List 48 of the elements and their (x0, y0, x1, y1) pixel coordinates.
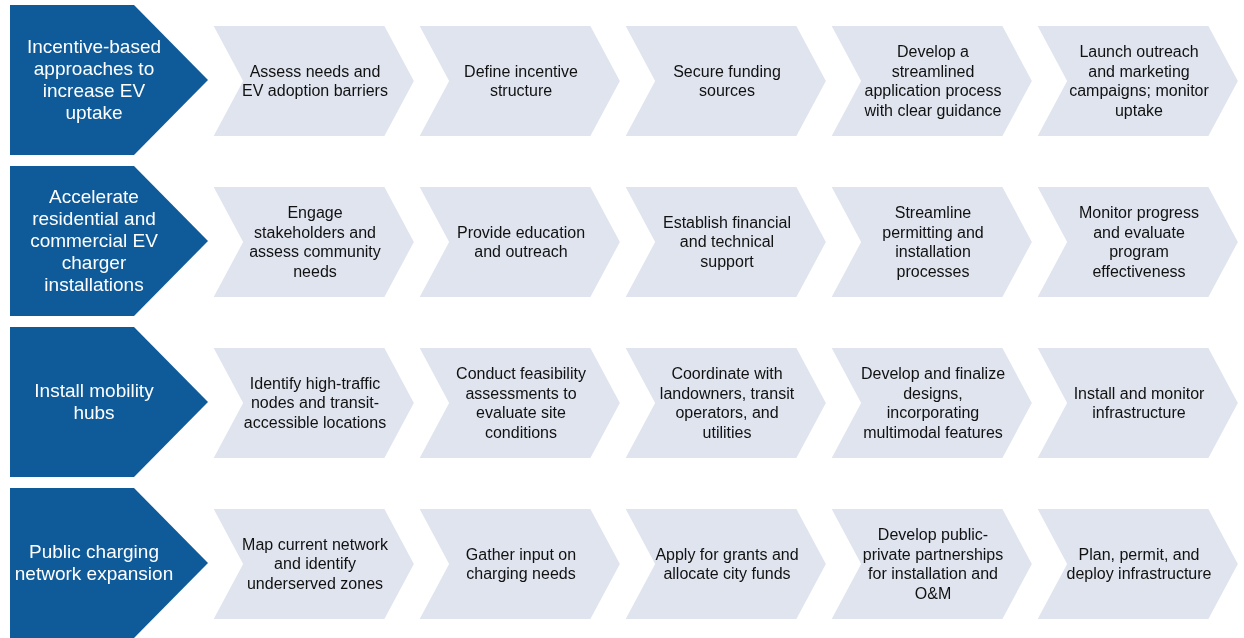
category-title: Install mobility hubs (33, 380, 155, 424)
step-text: Identify high-traffic nodes and transit-accessible locations (242, 373, 388, 433)
step-text: Establish financial and technical support (661, 212, 793, 272)
step-text: Provide education and outreach (455, 222, 587, 262)
process-step (1036, 508, 1239, 620)
step-text: Apply for grants and allocate city funds (654, 544, 800, 584)
step-text: Engage stakeholders and assess community needs (248, 203, 382, 281)
process-step (212, 25, 415, 137)
step-text: Launch outreach and marketing campaigns; monitor uptake (1068, 42, 1210, 120)
step-text: Secure funding sources (672, 61, 782, 101)
category-header (10, 166, 208, 316)
process-step (212, 508, 415, 620)
category-title: Accelerate residential and commercial EV charger installations (29, 186, 159, 296)
step-text: Monitor progress and evaluate program effectiveness (1077, 203, 1200, 281)
process-step (212, 347, 415, 459)
process-step (418, 508, 621, 620)
category-title: Public charging network expansion (13, 541, 175, 585)
category-header (10, 327, 208, 477)
process-step (624, 25, 827, 137)
step-text: Gather input on charging needs (464, 544, 578, 584)
step-text: Plan, permit, and deploy infrastructure (1066, 544, 1212, 584)
process-step (418, 25, 621, 137)
step-text: Develop a streamlined application process with clear guidance (863, 42, 1003, 120)
step-text: Assess needs and EV adoption barriers (242, 61, 388, 101)
step-text: Develop and finalize designs, incorporating multimodal features (860, 364, 1006, 442)
process-step (624, 347, 827, 459)
process-step (830, 186, 1033, 298)
process-step (830, 347, 1033, 459)
step-text: Conduct feasibility assessments to evaluate site conditions (455, 364, 587, 442)
step-text: Develop public-private partnerships for installation and O&M (861, 525, 1005, 603)
process-step (1036, 25, 1239, 137)
step-text: Streamline permitting and installation processes (881, 203, 985, 281)
category-header (10, 5, 208, 155)
process-step (624, 508, 827, 620)
process-step (830, 508, 1033, 620)
category-header (10, 488, 208, 638)
process-step (1036, 347, 1239, 459)
step-text: Define incentive structure (463, 61, 579, 101)
process-step (1036, 186, 1239, 298)
step-text: Map current network and identify underserved zones (242, 534, 388, 594)
category-title: Incentive-based approaches to increase EV uptake (25, 36, 163, 124)
process-step (212, 186, 415, 298)
step-text: Coordinate with landowners, transit operators, and utilities (658, 364, 796, 442)
process-step (624, 186, 827, 298)
step-text: Install and monitor infrastructure (1072, 383, 1206, 423)
process-step (830, 25, 1033, 137)
process-step (418, 186, 621, 298)
process-step (418, 347, 621, 459)
